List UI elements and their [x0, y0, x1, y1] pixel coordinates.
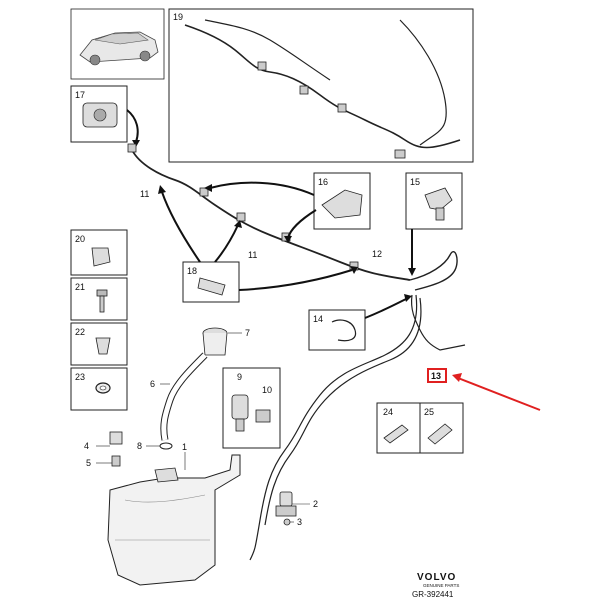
part-box-19[interactable]: 19	[168, 8, 474, 163]
callout-6: 6	[150, 379, 155, 389]
part-3	[283, 518, 294, 526]
part-box-14-label: 14	[313, 314, 323, 324]
brand-name: VOLVO	[417, 572, 456, 583]
callout-8: 8	[137, 441, 142, 451]
part-box-21[interactable]: 21	[70, 277, 128, 321]
part-box-19-label: 19	[173, 12, 183, 22]
callout-13-label: 13	[431, 371, 441, 381]
callout-5: 5	[86, 458, 91, 468]
callout-7: 7	[245, 328, 250, 338]
part-box-14[interactable]: 14	[308, 309, 366, 351]
red-pointer-arrow	[452, 373, 541, 411]
callout-3: 3	[297, 517, 302, 527]
part-box-24[interactable]: 24	[376, 402, 421, 454]
part-box-20-label: 20	[75, 234, 85, 244]
vehicle-thumbnail	[70, 8, 165, 80]
part-box-18[interactable]: 18	[182, 261, 240, 303]
part-box-22[interactable]: 22	[70, 322, 128, 366]
washer-reservoir-1	[107, 452, 241, 586]
callout-12: 12	[372, 249, 382, 259]
pump-2	[275, 491, 310, 517]
callout-2: 2	[313, 499, 318, 509]
part-4	[96, 431, 123, 447]
part-box-24-label: 24	[383, 407, 393, 417]
part-box-21-label: 21	[75, 282, 85, 292]
part-box-15-label: 15	[410, 177, 420, 187]
part-box-17-label: 17	[75, 90, 85, 100]
filler-neck-7	[202, 327, 242, 356]
callout-1: 1	[182, 442, 187, 452]
hose-12	[249, 251, 466, 561]
part-box-9-label: 9	[237, 372, 242, 382]
callout-13-highlight[interactable]: 13	[427, 368, 447, 383]
part-box-22-label: 22	[75, 327, 85, 337]
part-box-16[interactable]: 16	[313, 172, 371, 230]
part-box-15[interactable]: 15	[405, 172, 463, 230]
part-box-23[interactable]: 23	[70, 367, 128, 411]
part-box-25-label: 25	[424, 407, 434, 417]
part-box-18-label: 18	[187, 266, 197, 276]
callout-11a: 11	[140, 189, 149, 199]
part-box-17[interactable]: 17	[70, 85, 128, 143]
part-box-20[interactable]: 20	[70, 229, 128, 276]
part-box-25[interactable]: 25	[419, 402, 464, 454]
part-box-9-10[interactable]: 9 10	[222, 367, 281, 449]
arrow-17	[126, 109, 139, 143]
part-box-23-label: 23	[75, 372, 85, 382]
brand-subtitle: GENUINE PARTS	[423, 583, 459, 588]
part-5	[96, 455, 121, 467]
part-8	[146, 442, 173, 450]
reference-code: GR-392441	[412, 590, 454, 599]
callout-11b: 11	[248, 250, 257, 260]
arrow-16a	[209, 181, 315, 196]
callout-4: 4	[84, 441, 89, 451]
volvo-logo: VOLVO GENUINE PARTS	[417, 572, 459, 588]
hose-6	[160, 352, 208, 441]
part-box-16-label: 16	[318, 177, 328, 187]
part-box-10-label: 10	[262, 385, 272, 395]
